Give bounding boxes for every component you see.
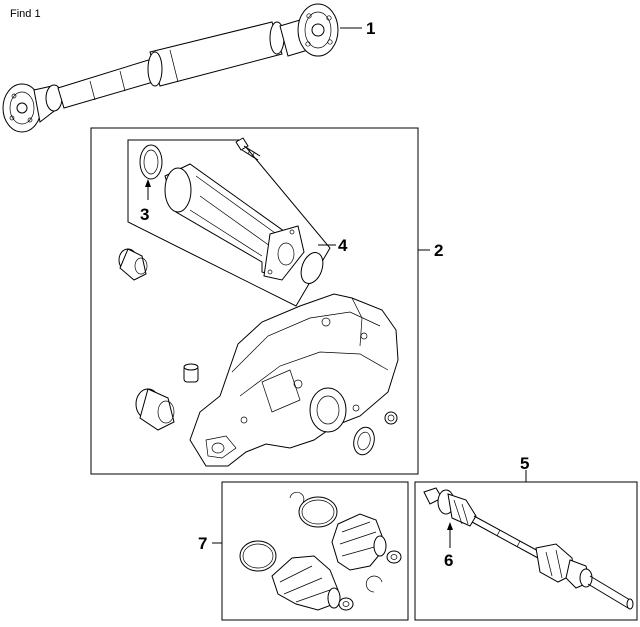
callout-6[interactable]: 6 [444,551,453,570]
boot-clamp-large-upper[interactable] [298,496,338,528]
callout-3[interactable]: 3 [140,205,149,224]
cv-boot-outer[interactable] [271,555,341,611]
snap-ring[interactable] [365,575,383,593]
mount-bushing-upper[interactable] [118,248,148,281]
boot-clamp-large-lower[interactable] [239,540,277,572]
output-seal[interactable] [351,425,378,457]
differential-housing[interactable] [189,293,399,467]
bolt[interactable] [235,137,261,161]
clamp-nut-lower[interactable] [338,597,354,611]
mount-bushing-lower[interactable] [135,388,175,431]
driveshaft[interactable] [2,3,339,133]
callout-1[interactable]: 1 [366,19,375,38]
find-label: Find 1 [10,8,41,20]
boot-clamp-small[interactable] [289,491,305,505]
callout-4[interactable]: 4 [338,236,348,255]
differential-assembly-box [90,127,419,475]
halfshaft-assembly[interactable] [423,487,634,610]
bushing-small[interactable] [183,363,199,383]
o-ring[interactable] [297,250,327,287]
leader-arrow-6 [447,522,453,530]
seal-ring[interactable] [139,144,163,180]
drain-plug[interactable] [384,411,398,425]
boot-kit-box [221,481,409,621]
axle-tube[interactable] [164,163,305,281]
callout-5[interactable]: 5 [520,454,529,473]
callout-7[interactable]: 7 [198,534,207,553]
leader-arrow-3 [145,179,151,187]
clamp-nut-upper[interactable] [386,550,402,564]
cv-boot-inner[interactable] [331,513,387,571]
callout-2[interactable]: 2 [434,241,443,260]
